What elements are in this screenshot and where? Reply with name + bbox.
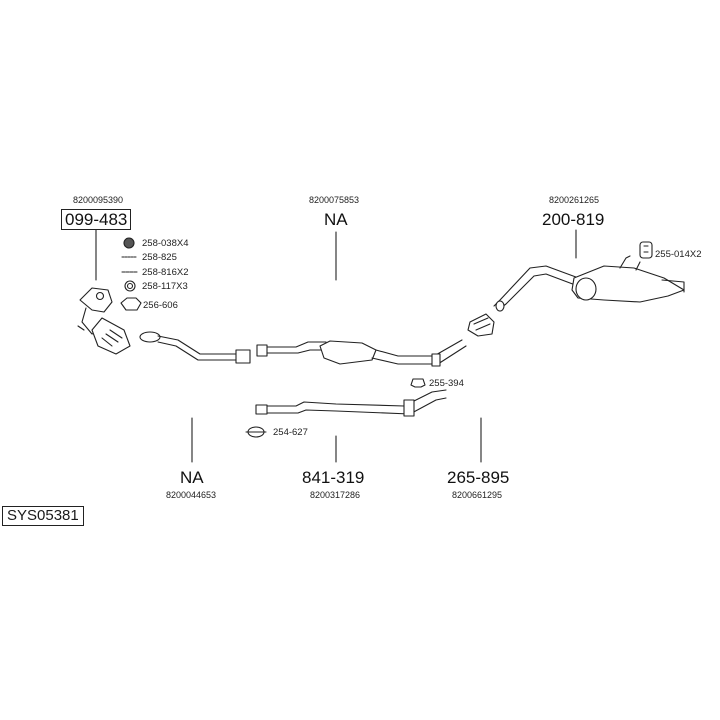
- accessory-label: 255-014X2: [655, 249, 702, 260]
- part-number: 200-819: [542, 210, 605, 229]
- system-code: SYS05381: [2, 506, 84, 526]
- gasket-256-606: [120, 297, 142, 311]
- oem-number: 8200661295: [452, 490, 503, 500]
- hanger-255-394: [410, 378, 426, 388]
- hanger-255-014x2: [639, 241, 653, 259]
- front-pipe-part: [157, 335, 251, 364]
- part-number: NA: [180, 468, 204, 487]
- intermediate-pipe-part: [255, 389, 447, 417]
- accessory-label: 258-038X4: [142, 238, 189, 249]
- accessory-label: 258-816X2: [142, 267, 189, 278]
- rear-silencer-part: [493, 255, 685, 312]
- flange-gasket: [139, 331, 161, 343]
- oem-number: 8200261265: [549, 195, 600, 205]
- part-number: 099-483: [61, 209, 132, 230]
- oem-number: 8200317286: [310, 490, 361, 500]
- oem-number: 8200075853: [309, 195, 360, 205]
- ring-icon-258-117x3-inner: [126, 282, 134, 290]
- accessory-label: 258-825: [142, 252, 177, 263]
- middle-pipe-resonator-part: [256, 339, 467, 367]
- oem-number: 8200044653: [166, 490, 217, 500]
- oem-number: 8200095390: [73, 195, 124, 205]
- accessory-label: 258-117X3: [142, 281, 188, 292]
- part-number: 265-895: [447, 468, 510, 487]
- accessory-label: 256-606: [143, 300, 178, 311]
- ring-icon-258-117x3: [124, 280, 136, 292]
- accessory-label: 255-394: [429, 378, 464, 389]
- clamp-254-627: [245, 426, 267, 438]
- catalytic-converter-part: [77, 287, 131, 355]
- rear-clamp-part: [467, 313, 495, 337]
- part-number: 841-319: [302, 468, 365, 487]
- nut-icon-258-038x4: [123, 237, 135, 249]
- accessory-label: 254-627: [273, 427, 308, 438]
- part-number: NA: [324, 210, 348, 229]
